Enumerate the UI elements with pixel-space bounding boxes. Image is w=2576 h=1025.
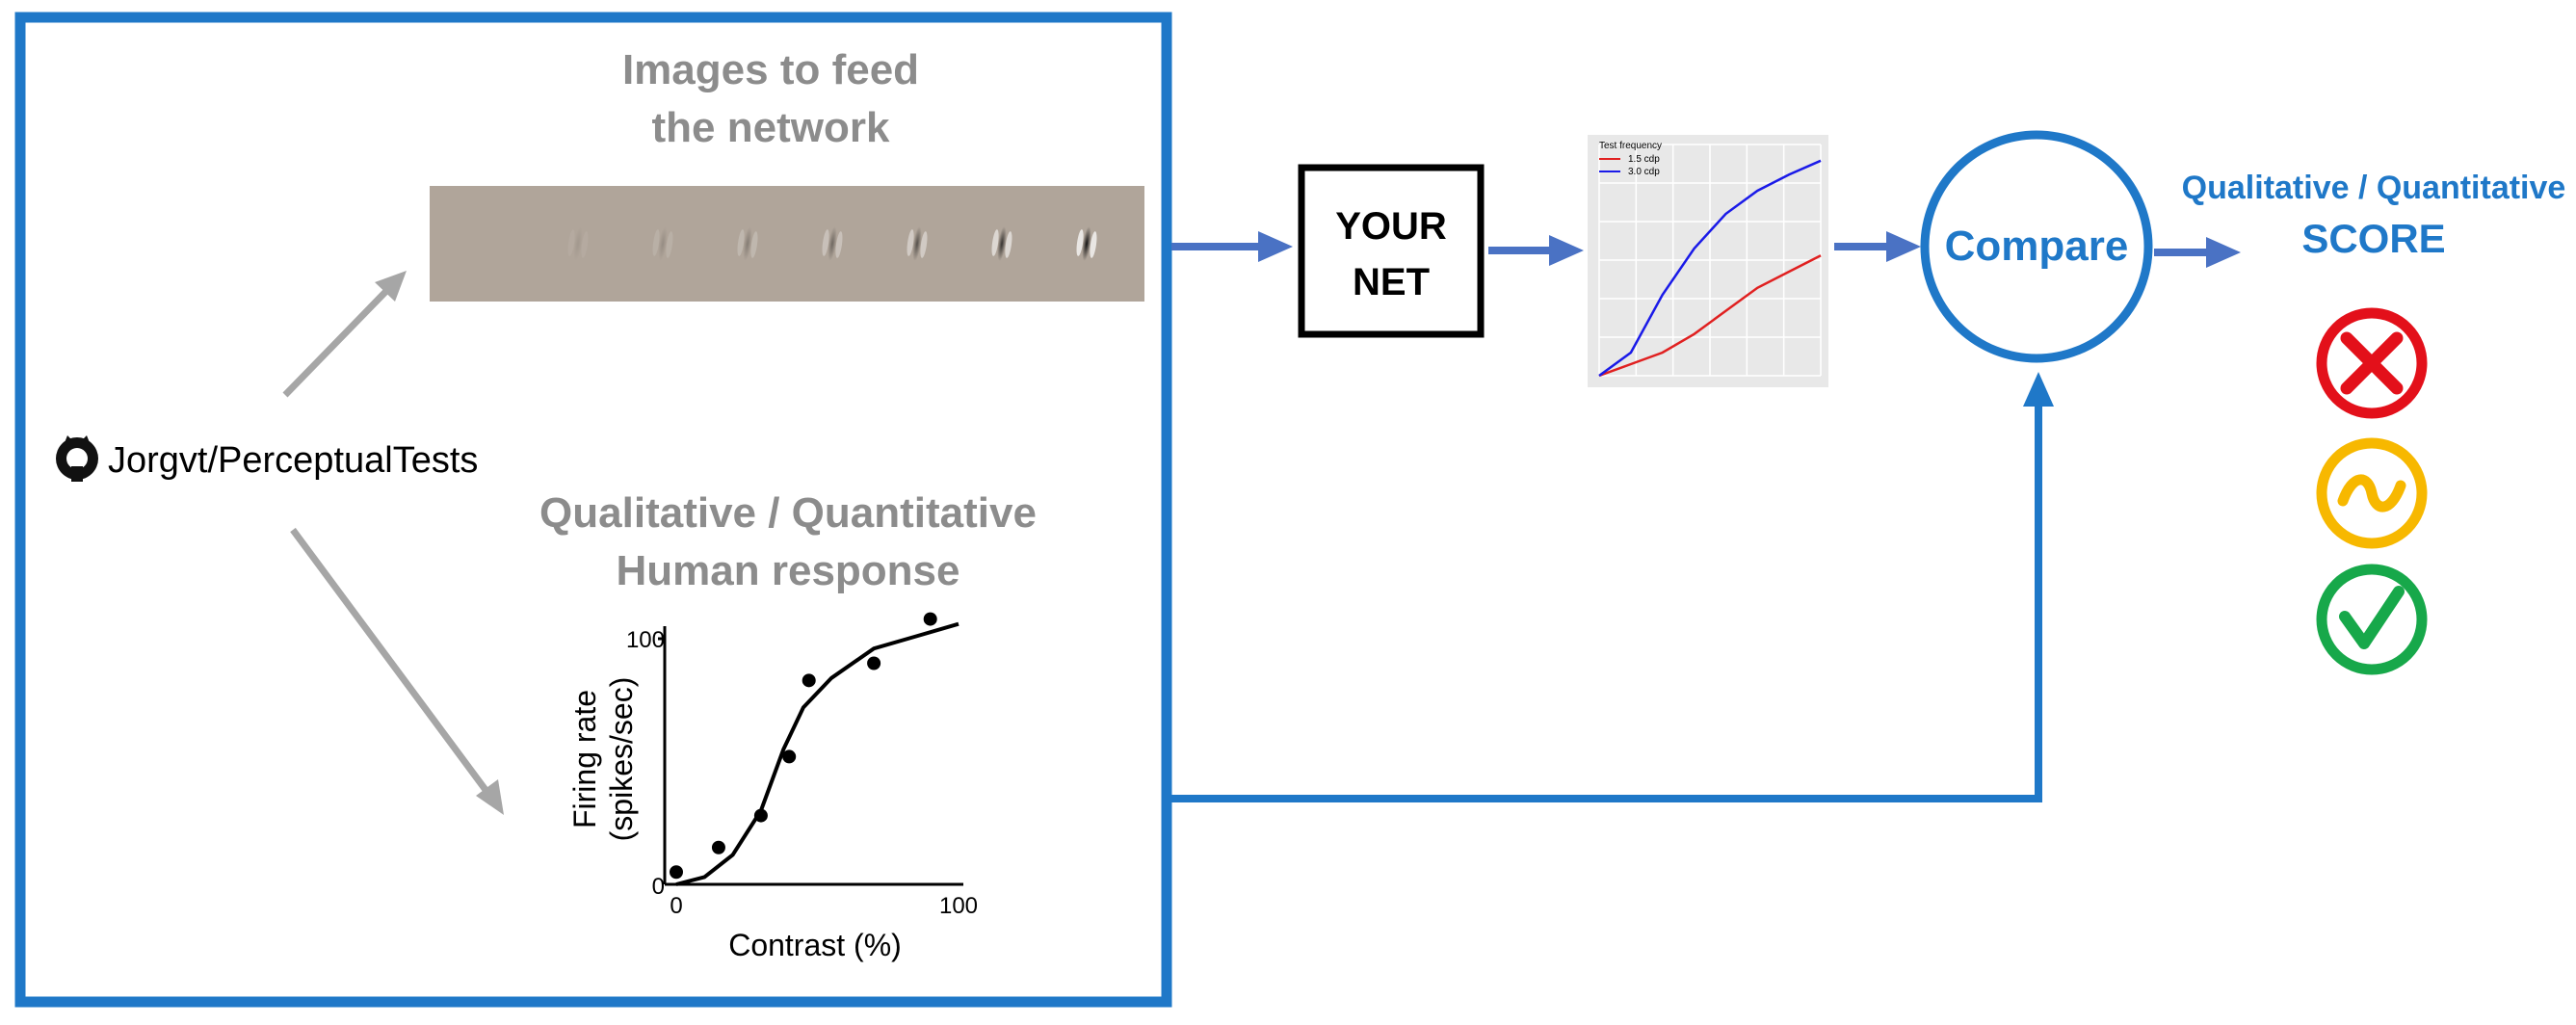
gabor-patches — [567, 226, 1097, 261]
gabor-patch — [567, 226, 589, 261]
gabor-patch — [737, 226, 758, 261]
github-icon — [56, 435, 98, 482]
data-point — [802, 673, 816, 688]
gabor-patch — [822, 226, 843, 261]
net-series-1-5-cdp — [1598, 254, 1822, 378]
y-axis-label-line2: (spikes/sec) — [604, 677, 639, 842]
repo-text: Jorgvt/PerceptualTests — [108, 440, 478, 481]
arrow-frame-to-net — [1171, 231, 1293, 262]
score-label-line1: Qualitative / Quantitative — [2182, 170, 2566, 206]
x-axis-label: Contrast (%) — [728, 928, 902, 962]
your-net-box — [1298, 164, 1485, 338]
x-tick-0: 0 — [670, 893, 682, 919]
arrow-to-human — [290, 527, 504, 815]
y-axis-label-line1: Firing rate — [567, 690, 602, 828]
arrow-to-images — [282, 271, 407, 398]
gabor-patch — [991, 226, 1012, 261]
compare-label: Compare — [1945, 223, 2129, 270]
net-series-3-0-cdp — [1598, 159, 1822, 378]
stimulus-strip — [430, 186, 1144, 302]
human-label-line1: Qualitative / Quantitative — [539, 489, 1037, 537]
arrow-compare-to-score — [2154, 237, 2241, 268]
arrow-net-to-output — [1488, 235, 1584, 266]
images-label-line1: Images to feed — [622, 46, 919, 93]
network-output-chart: Test frequency 1.5 cdp 3.0 cdp — [1588, 135, 1828, 387]
gabor-patch — [907, 226, 928, 261]
compare-circle — [1920, 130, 2153, 363]
net-label-line2: NET — [1353, 261, 1430, 303]
gabor-patch — [1076, 226, 1097, 261]
fit-curve — [675, 621, 959, 886]
data-point — [867, 656, 881, 670]
data-point — [923, 612, 937, 626]
human-response-chart: 100 0 0 100 Contrast (%) Firing rate (sp… — [567, 612, 978, 962]
data-point — [711, 840, 725, 854]
approximate-tilde-icon — [2316, 437, 2428, 549]
gabor-patch — [652, 226, 673, 261]
net-legend-title: Test frequency — [1599, 141, 1662, 151]
x-tick-100: 100 — [939, 893, 978, 919]
pass-check-icon — [2316, 564, 2428, 675]
dataset-frame — [14, 12, 1172, 1008]
arrow-human-to-compare — [1171, 372, 2054, 802]
net-legend-red: 1.5 cdp — [1628, 154, 1660, 165]
y-tick-0: 0 — [652, 874, 665, 900]
data-point — [782, 749, 797, 764]
score-label-line2: SCORE — [2301, 216, 2445, 261]
data-point — [670, 865, 683, 880]
images-label-line2: the network — [652, 104, 890, 151]
human-label-line2: Human response — [617, 547, 960, 594]
y-tick-100: 100 — [626, 627, 665, 653]
fail-x-icon — [2316, 307, 2428, 419]
net-label-line1: YOUR — [1335, 205, 1447, 248]
data-point — [753, 808, 768, 823]
net-legend-blue: 3.0 cdp — [1628, 167, 1660, 177]
arrow-output-to-compare — [1834, 231, 1921, 262]
data-points — [670, 612, 937, 880]
